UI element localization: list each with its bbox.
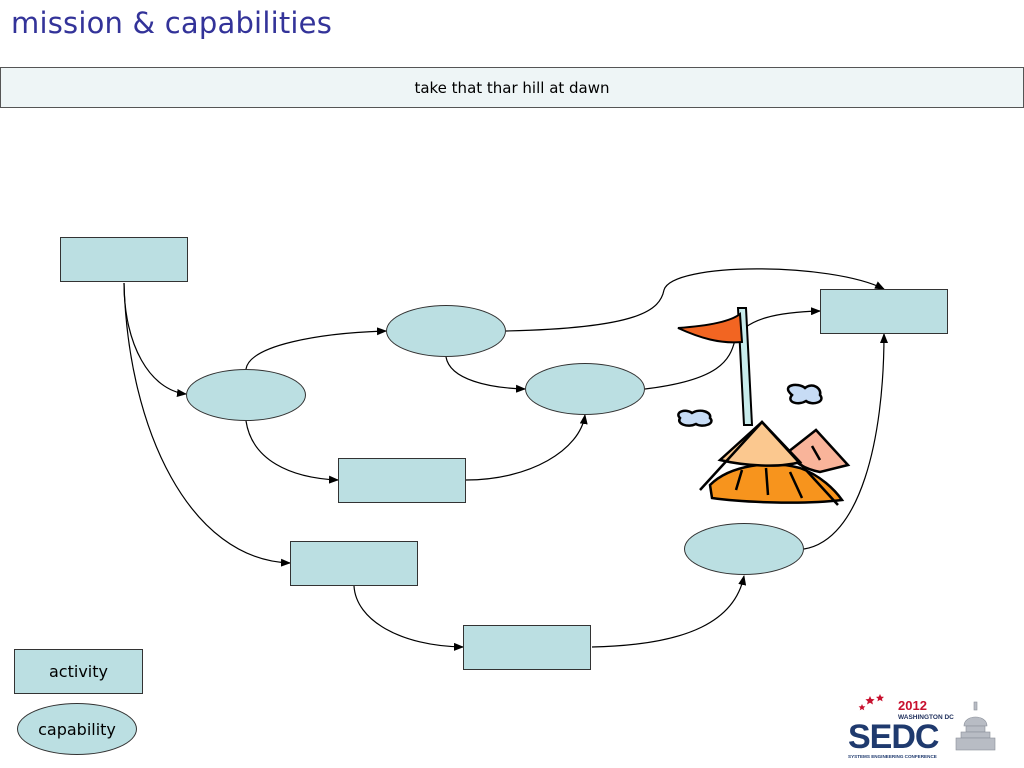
edge-a1-c1 (123, 282, 187, 397)
page-title: mission & capabilities (11, 6, 333, 40)
logo-acronym: SEDC (848, 718, 939, 756)
edge-c2-a5 (505, 268, 885, 332)
mission-text: take that thar hill at dawn (414, 78, 610, 97)
edge-a1-a3 (123, 282, 291, 567)
logo-stars (858, 694, 884, 711)
capability-node-3[interactable] (525, 363, 645, 415)
capability-node-2[interactable] (386, 305, 506, 357)
activity-node-5[interactable] (820, 289, 948, 334)
sedc-logo: 2012 WASHINGTON DC SEDC SYSTEMS ENGINEER… (848, 694, 996, 759)
edge-c2-c3 (445, 356, 526, 393)
mission-banner: take that thar hill at dawn (0, 67, 1024, 108)
activity-node-1[interactable] (60, 237, 188, 282)
logo-year: 2012 (898, 698, 927, 713)
activity-node-4[interactable] (463, 625, 591, 670)
legend-activity-label: activity (49, 662, 108, 681)
legend-activity: activity (14, 649, 143, 694)
edge-c1-c2 (245, 327, 387, 370)
activity-node-2[interactable] (338, 458, 466, 503)
edge-c1-a2 (245, 420, 339, 484)
legend-capability-label: capability (38, 719, 116, 739)
edge-a2-c3 (465, 414, 588, 481)
capability-node-1[interactable] (186, 369, 306, 421)
logo-location: WASHINGTON DC (898, 714, 954, 721)
edge-a4-c4 (591, 575, 747, 648)
capability-node-4[interactable] (684, 523, 804, 575)
activity-node-3[interactable] (290, 541, 418, 586)
capitol-dome-icon (955, 701, 996, 751)
edge-c4-a5 (803, 333, 888, 550)
logo-subtitle: SYSTEMS ENGINEERING CONFERENCE (848, 754, 937, 759)
legend-capability: capability (17, 703, 137, 755)
hill-flag-illustration (677, 307, 851, 506)
edge-a3-a4 (353, 585, 464, 651)
